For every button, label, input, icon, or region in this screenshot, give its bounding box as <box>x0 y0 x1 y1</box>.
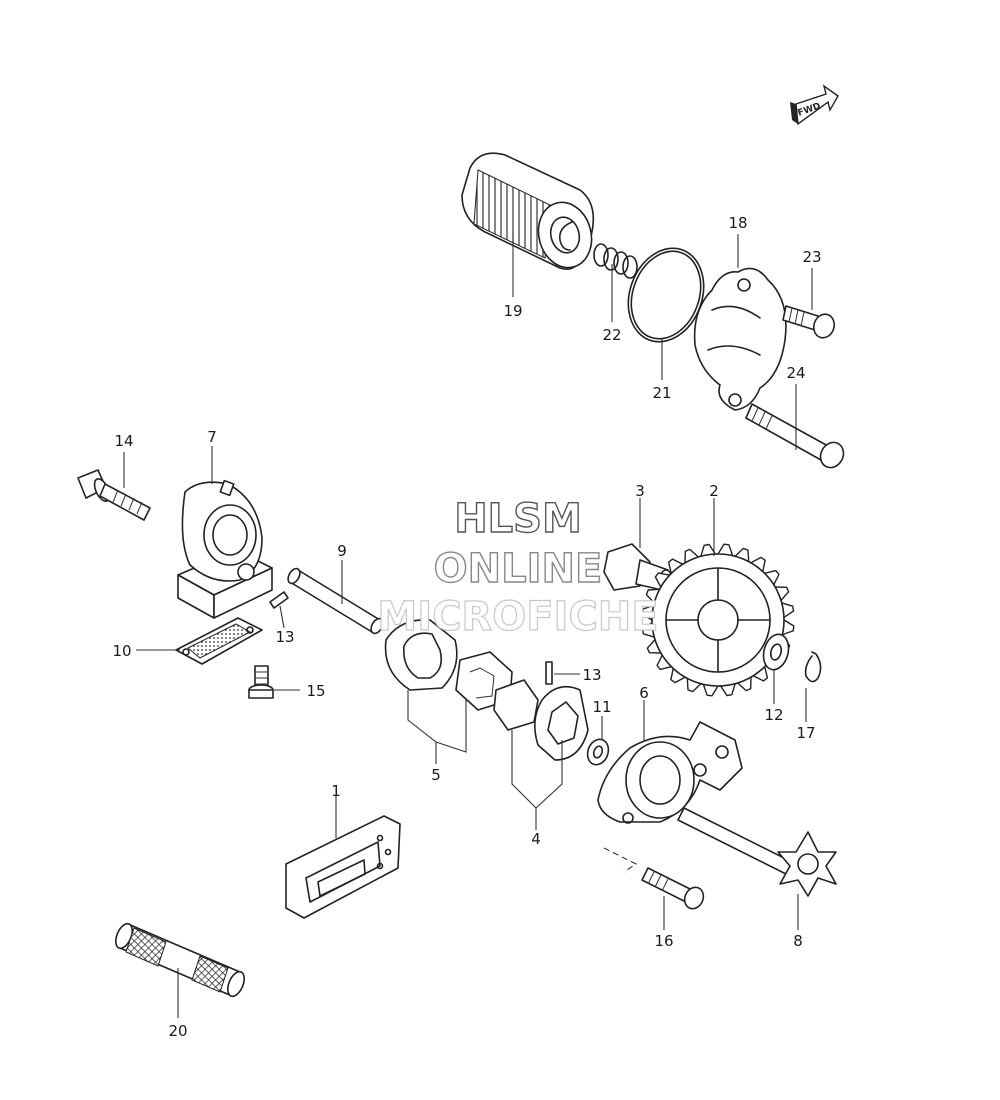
pump-drive-shaft <box>677 807 837 897</box>
callout-13a: 13 <box>275 628 294 646</box>
callout-8: 8 <box>793 932 803 950</box>
oil-filter <box>461 152 595 270</box>
callout-3: 3 <box>635 482 645 500</box>
callout-numbers: 1 2 3 4 5 6 7 8 9 10 11 12 13 13 14 15 1… <box>112 214 821 1040</box>
callout-15: 15 <box>306 682 325 700</box>
callout-5: 5 <box>431 766 441 784</box>
callout-17: 17 <box>796 724 815 742</box>
watermark-line3: MICROFICHE <box>377 594 658 640</box>
callout-18: 18 <box>728 214 747 232</box>
pump-housing-upper <box>177 479 273 619</box>
callout-4: 4 <box>531 830 541 848</box>
knurled-pin <box>114 922 246 998</box>
watermark-line2: ONLINE <box>434 546 603 592</box>
circlip <box>804 651 822 683</box>
callout-2: 2 <box>709 482 719 500</box>
oil-pump-driven-gear <box>641 543 795 697</box>
inner-rotor-set-b <box>493 679 589 761</box>
callout-12: 12 <box>764 706 783 724</box>
flange-bolt <box>77 469 151 521</box>
callout-1: 1 <box>331 782 341 800</box>
cap-bolt-long <box>745 403 845 469</box>
watermark-line1: HLSM <box>454 496 582 542</box>
gear-washer <box>762 633 790 671</box>
callout-14: 14 <box>114 432 133 450</box>
callout-11: 11 <box>592 698 611 716</box>
callout-24: 24 <box>786 364 805 382</box>
callout-9: 9 <box>337 542 347 560</box>
pump-gasket <box>285 815 401 919</box>
filter-cap <box>693 267 787 411</box>
dowel-pin-a <box>269 591 289 609</box>
watermark: HLSM ONLINE MICROFICHE <box>377 495 659 640</box>
callout-22: 22 <box>602 326 621 344</box>
strainer-bolt <box>248 665 274 699</box>
callout-19: 19 <box>503 302 522 320</box>
oil-strainer <box>175 617 263 665</box>
pump-shaft <box>287 567 384 635</box>
leader-lines <box>123 232 813 1018</box>
filter-spring <box>593 243 638 279</box>
callout-10: 10 <box>112 642 131 660</box>
callout-21: 21 <box>652 384 671 402</box>
pump-cover <box>597 721 743 824</box>
callout-23: 23 <box>802 248 821 266</box>
thrust-washer <box>586 738 610 766</box>
callout-6: 6 <box>639 684 649 702</box>
callout-20: 20 <box>168 1022 187 1040</box>
callout-13b: 13 <box>582 666 601 684</box>
callout-16: 16 <box>654 932 673 950</box>
cap-bolt-short <box>782 305 836 339</box>
dowel-pin-b <box>545 661 553 685</box>
cover-bolt <box>641 867 705 910</box>
forward-direction-arrow-icon: FWD <box>790 84 839 126</box>
callout-7: 7 <box>207 428 217 446</box>
